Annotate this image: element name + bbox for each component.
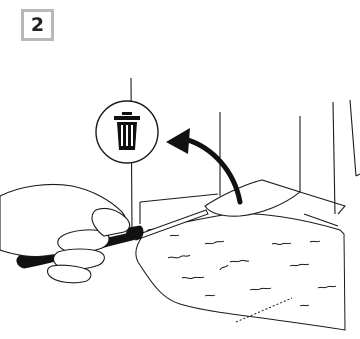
- debris-pile: [136, 214, 345, 330]
- curved-arrow-icon: [166, 128, 240, 202]
- hand: [0, 184, 130, 282]
- trash-bin-icon: [96, 101, 158, 163]
- scraper-blade: [205, 180, 300, 216]
